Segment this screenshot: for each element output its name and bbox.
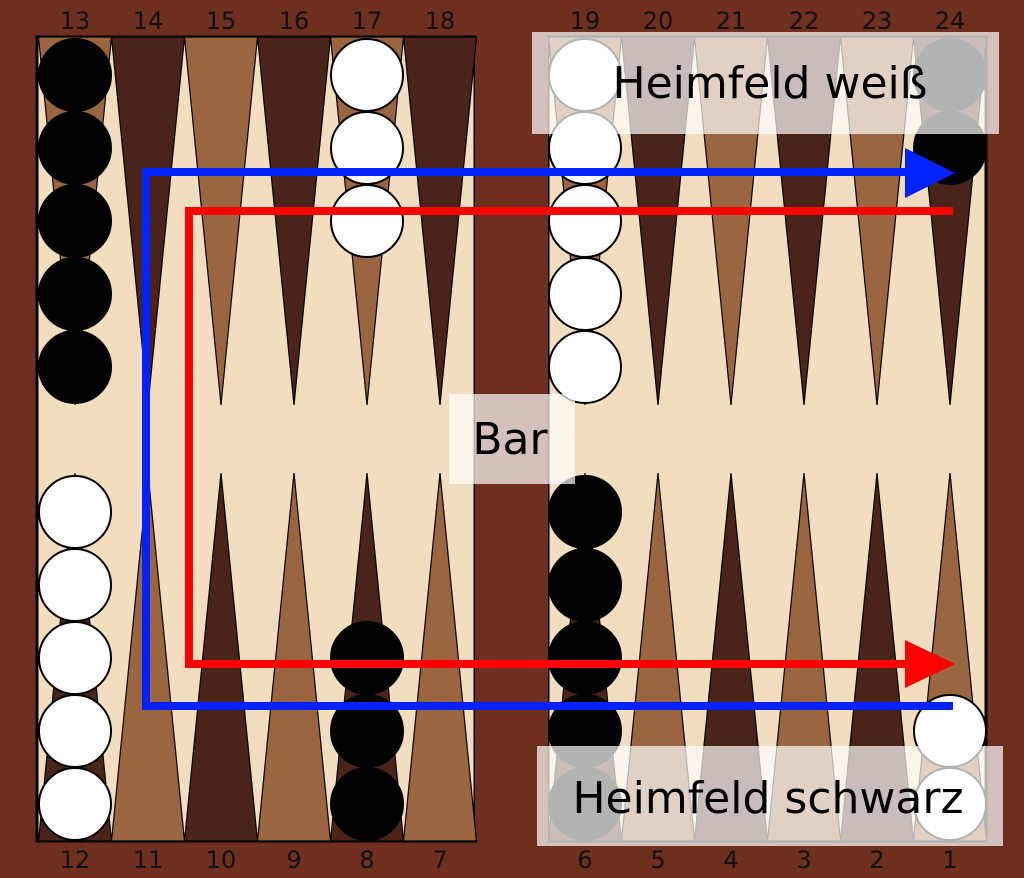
black-checker-point-13 — [38, 38, 112, 112]
home-white-label-box — [532, 32, 999, 134]
point-number-top: 13 — [60, 7, 91, 35]
white-checker-point-12 — [38, 621, 112, 695]
point-15 — [183, 36, 259, 406]
white-checker-point-12 — [38, 767, 112, 841]
point-number-bottom: 6 — [577, 846, 592, 874]
white-checker-point-19 — [548, 184, 622, 258]
point-18 — [402, 36, 478, 406]
point-7 — [402, 472, 478, 842]
white-checker-point-12 — [38, 694, 112, 768]
point-number-bottom: 5 — [650, 846, 665, 874]
point-number-top: 16 — [279, 7, 310, 35]
black-checker-point-13 — [38, 111, 112, 185]
point-number-bottom: 2 — [869, 846, 884, 874]
black-checker-point-13 — [38, 257, 112, 331]
point-number-bottom: 7 — [432, 846, 447, 874]
point-number-bottom: 3 — [796, 846, 811, 874]
point-number-top: 19 — [570, 7, 601, 35]
black-checker-point-8 — [330, 767, 404, 841]
point-16 — [256, 36, 332, 406]
white-path-arrowhead — [905, 148, 955, 198]
white-checker-point-17 — [330, 38, 404, 112]
point-number-top: 23 — [862, 7, 893, 35]
point-9 — [256, 472, 332, 842]
white-checker-point-12 — [38, 475, 112, 549]
black-checker-point-6 — [548, 475, 622, 549]
black-checker-point-8 — [330, 621, 404, 695]
black-path-arrowhead — [905, 640, 955, 688]
point-number-bottom: 9 — [286, 846, 301, 874]
black-checker-point-13 — [38, 330, 112, 404]
black-checker-point-6 — [548, 621, 622, 695]
point-number-top: 14 — [133, 7, 164, 35]
black-checker-point-13 — [38, 184, 112, 258]
point-number-bottom: 1 — [942, 846, 957, 874]
point-number-bottom: 11 — [133, 846, 164, 874]
white-checker-point-17 — [330, 184, 404, 258]
point-number-top: 18 — [425, 7, 456, 35]
point-10 — [183, 472, 259, 842]
white-path-line — [142, 168, 953, 710]
point-number-bottom: 8 — [359, 846, 374, 874]
black-checker-point-6 — [548, 548, 622, 622]
point-number-top: 20 — [643, 7, 674, 35]
black-path-line — [185, 207, 953, 668]
white-checker-point-19 — [548, 257, 622, 331]
white-checker-point-12 — [38, 548, 112, 622]
home-black-label: Heimfeld schwarz — [572, 773, 963, 824]
point-number-top: 24 — [935, 7, 966, 35]
point-number-bottom: 4 — [723, 846, 738, 874]
home-white-label: Heimfeld weiß — [613, 58, 928, 109]
white-checker-point-19 — [548, 330, 622, 404]
bar-label-box — [449, 394, 575, 484]
point-number-top: 22 — [789, 7, 820, 35]
home-black-label-box — [537, 746, 1003, 846]
point-number-bottom: 10 — [206, 846, 237, 874]
point-number-top: 21 — [716, 7, 747, 35]
point-number-top: 15 — [206, 7, 237, 35]
point-number-bottom: 12 — [60, 846, 91, 874]
bar-label: Bar — [472, 414, 548, 465]
point-number-top: 17 — [352, 7, 383, 35]
